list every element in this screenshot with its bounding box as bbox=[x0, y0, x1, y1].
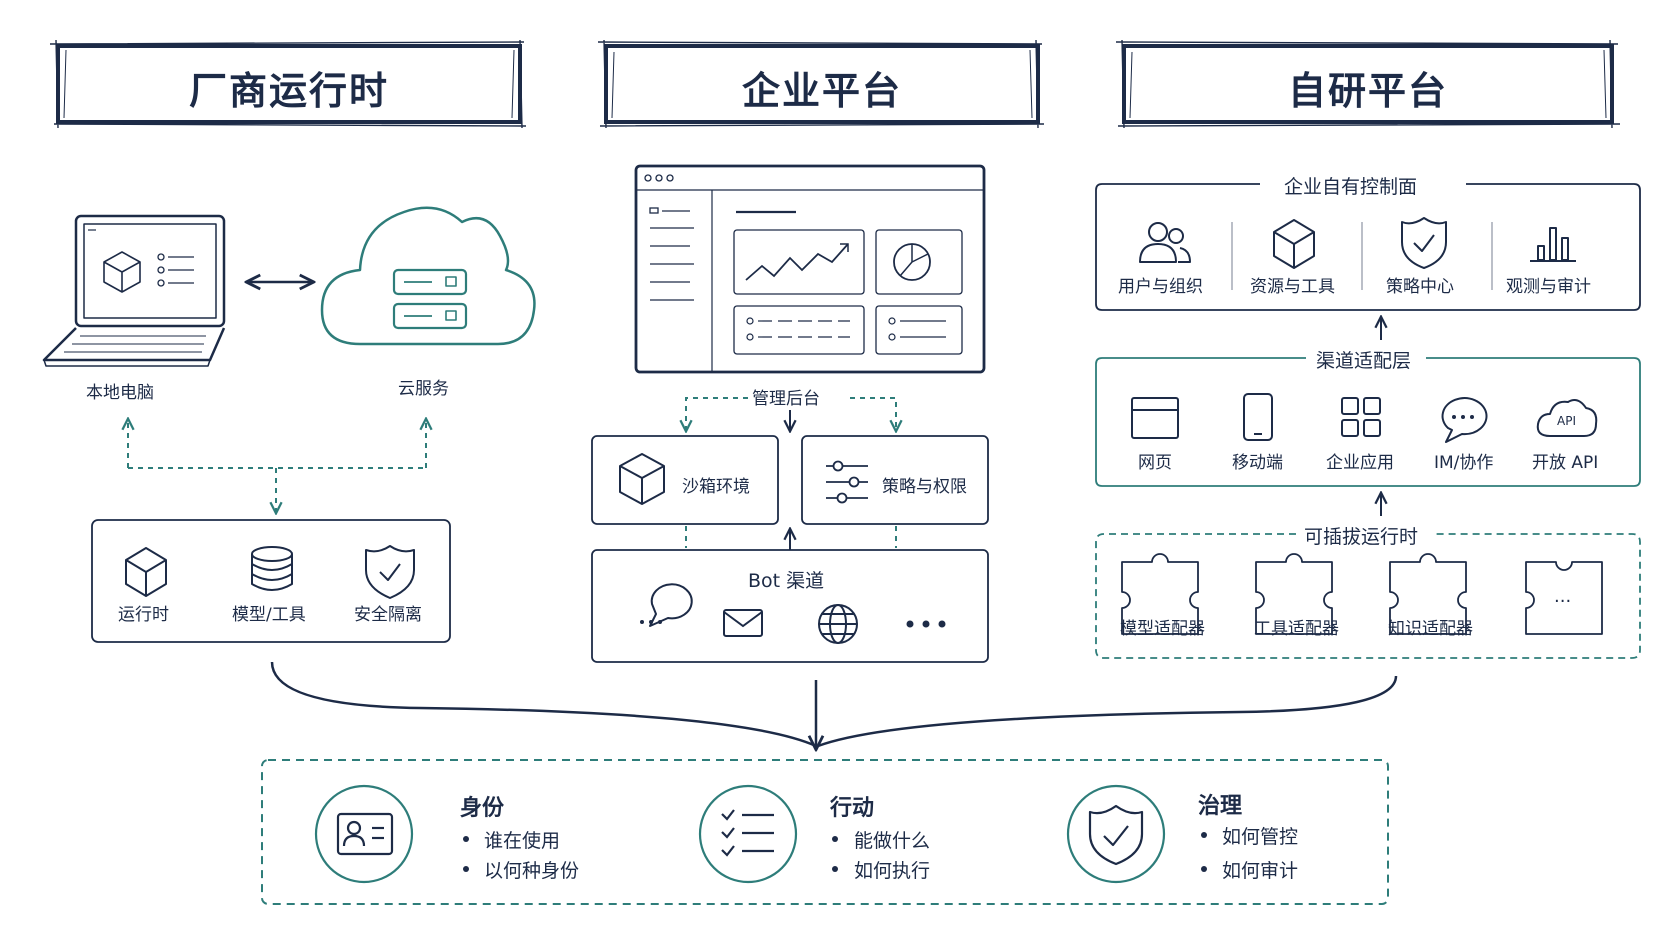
policy-shield-icon bbox=[1401, 217, 1447, 269]
header-box-enterprise bbox=[597, 39, 1045, 129]
channel-layer-box bbox=[1095, 357, 1641, 487]
chat-bubble-icon bbox=[649, 583, 693, 627]
bot-connectors bbox=[685, 526, 897, 550]
puzzle-icon-knowledge bbox=[1389, 553, 1467, 635]
header-box-vendor bbox=[49, 39, 527, 129]
api-badge: API bbox=[1557, 414, 1576, 428]
label-control-plane: 企业自有控制面 bbox=[1284, 176, 1418, 198]
governance-circle bbox=[1066, 784, 1166, 884]
chat-dots bbox=[640, 620, 662, 624]
label-knowledge-adapter: 知识适配器 bbox=[1388, 619, 1473, 639]
checklist-icon bbox=[721, 809, 774, 857]
label-sandbox: 沙箱环境 bbox=[682, 477, 750, 497]
policy-box bbox=[801, 435, 989, 525]
identity-bullet-1: 谁在使用 bbox=[484, 830, 561, 852]
header-box-self-built bbox=[1115, 39, 1621, 129]
bar-chart-icon bbox=[1530, 227, 1576, 262]
label-users-orgs: 用户与组织 bbox=[1118, 277, 1203, 297]
label-model-adapter: 模型适配器 bbox=[1120, 619, 1205, 639]
label-web: 网页 bbox=[1138, 453, 1172, 473]
resource-cube-icon bbox=[1273, 219, 1315, 269]
label-admin: 管理后台 bbox=[752, 389, 820, 409]
more-dots-icon bbox=[906, 620, 946, 628]
title-governance: 治理 bbox=[1198, 794, 1243, 819]
action-bullet-2: 如何执行 bbox=[854, 860, 931, 882]
im-chat-icon bbox=[1441, 397, 1488, 443]
title-action: 行动 bbox=[830, 796, 875, 821]
label-cloud: 云服务 bbox=[398, 379, 449, 399]
web-page-icon bbox=[1131, 397, 1179, 439]
label-open-api: 开放 API bbox=[1532, 453, 1599, 473]
header-enterprise: 企业平台 bbox=[741, 69, 902, 113]
runtime-box bbox=[1095, 533, 1641, 659]
label-policy-center: 策略中心 bbox=[1386, 277, 1454, 297]
identity-bullet-2: 以何种身份 bbox=[484, 860, 580, 882]
vendor-connectors bbox=[128, 420, 426, 512]
cloud-server-icon bbox=[320, 206, 536, 346]
label-enterprise-app: 企业应用 bbox=[1326, 453, 1394, 473]
sandbox-box bbox=[591, 435, 779, 525]
label-security-isolation: 安全隔离 bbox=[354, 605, 422, 625]
header-self-built: 自研平台 bbox=[1287, 69, 1448, 113]
puzzle-icon-tool bbox=[1255, 553, 1333, 635]
action-circle bbox=[698, 784, 798, 884]
globe-icon bbox=[818, 604, 858, 644]
action-bullet-1: 能做什么 bbox=[854, 830, 931, 852]
bottom-summary-box bbox=[261, 759, 1389, 905]
bullet-dots bbox=[463, 832, 1207, 872]
shield-check-icon bbox=[365, 545, 415, 599]
im-dots bbox=[1452, 415, 1474, 419]
control-plane-box bbox=[1095, 183, 1641, 311]
laptop-icon bbox=[42, 214, 226, 367]
merge-brace bbox=[270, 661, 1398, 748]
governance-bullet-2: 如何审计 bbox=[1222, 860, 1299, 882]
label-tool-adapter: 工具适配器 bbox=[1254, 619, 1339, 639]
label-bot-channel: Bot 渠道 bbox=[748, 570, 825, 592]
label-more-adapters: ... bbox=[1554, 586, 1572, 607]
label-observability-audit: 观测与审计 bbox=[1506, 277, 1591, 297]
governance-bullet-1: 如何管控 bbox=[1222, 826, 1299, 848]
app-grid-icon bbox=[1341, 397, 1381, 437]
header-vendor: 厂商运行时 bbox=[188, 69, 389, 113]
governance-shield-icon bbox=[1088, 804, 1144, 866]
users-icon bbox=[1139, 222, 1191, 263]
label-pluggable-runtime: 可插拔运行时 bbox=[1304, 526, 1419, 548]
cube-icon bbox=[125, 547, 167, 597]
title-identity: 身份 bbox=[460, 796, 505, 821]
label-mobile: 移动端 bbox=[1232, 453, 1283, 473]
mobile-icon bbox=[1243, 393, 1273, 441]
label-policy: 策略与权限 bbox=[882, 477, 967, 497]
sliders-icon bbox=[826, 460, 868, 504]
id-card-icon bbox=[336, 812, 394, 856]
identity-circle bbox=[314, 784, 414, 884]
label-resources-tools: 资源与工具 bbox=[1250, 277, 1335, 297]
sandbox-cube-icon bbox=[619, 453, 665, 505]
label-runtime: 运行时 bbox=[118, 605, 169, 625]
label-local-pc: 本地电脑 bbox=[86, 383, 154, 403]
puzzle-icon-more bbox=[1525, 561, 1603, 635]
label-model-tools: 模型/工具 bbox=[232, 605, 306, 625]
admin-connectors bbox=[686, 397, 896, 430]
vendor-runtime-box bbox=[91, 519, 451, 643]
mail-icon bbox=[723, 609, 763, 637]
admin-dashboard-window bbox=[634, 164, 986, 374]
puzzle-icon-model bbox=[1121, 553, 1199, 635]
bot-channel-box bbox=[591, 549, 989, 663]
database-icon bbox=[251, 546, 293, 591]
label-channel-layer: 渠道适配层 bbox=[1316, 350, 1412, 372]
label-im-collab: IM/协作 bbox=[1434, 453, 1494, 473]
api-cloud-icon bbox=[1536, 399, 1598, 437]
